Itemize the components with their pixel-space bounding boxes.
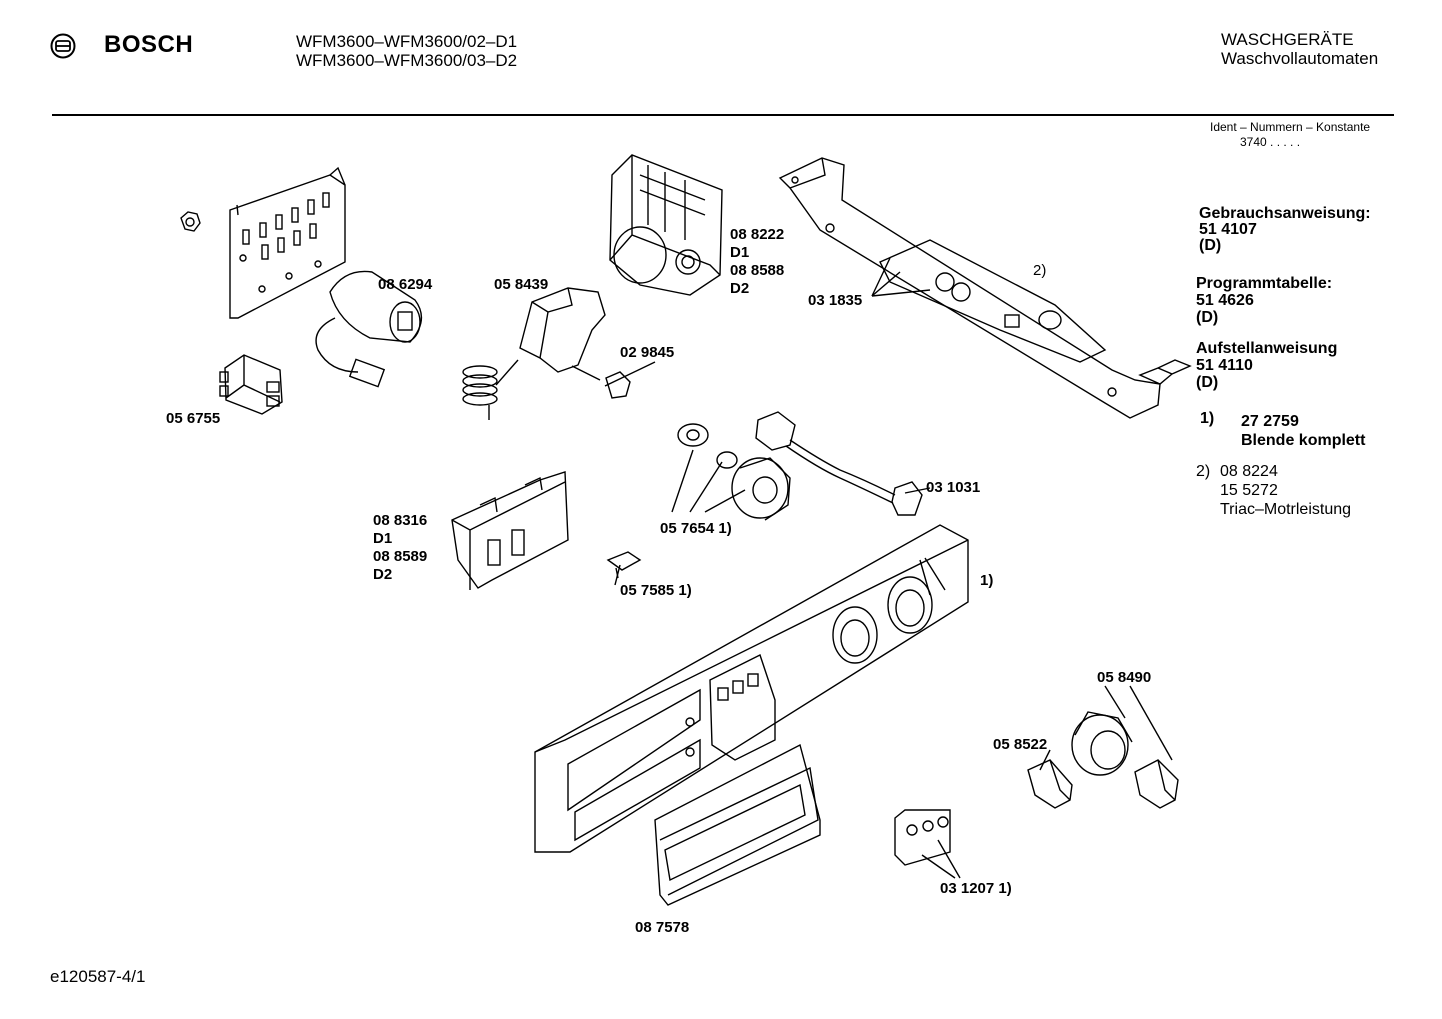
setup-number: 51 4110 xyxy=(1196,357,1253,374)
model-line-2: WFM3600–WFM3600/03–D2 xyxy=(296,51,518,70)
part-label-057585: 05 7585 1) xyxy=(620,582,692,599)
circuit-board-part xyxy=(778,157,1192,419)
brand-name: BOSCH xyxy=(104,31,194,58)
part-label-031031: 03 1031 xyxy=(926,479,981,496)
header-rule xyxy=(52,114,1394,116)
electronic-module-part xyxy=(451,471,569,590)
selector-switch-part xyxy=(677,423,791,521)
push-button-part xyxy=(894,809,951,866)
part-label-086294: 08 6294 xyxy=(378,276,433,293)
part-label-057654: 05 7654 1) xyxy=(660,520,732,537)
part-label-058522: 05 8522 xyxy=(993,736,1048,753)
part-label-088588: 08 8588 xyxy=(730,262,785,279)
note1-number: 27 2759 xyxy=(1241,413,1299,430)
setup-title: Aufstellanweisung xyxy=(1196,340,1338,357)
transformer-part xyxy=(219,354,283,415)
part-label-088316: 08 8316 xyxy=(373,512,428,529)
note2-text: Triac–Motrleistung xyxy=(1220,501,1352,518)
part-label-088588-d2: D2 xyxy=(730,280,750,297)
capacitor-part xyxy=(315,270,423,388)
setup-lang: (D) xyxy=(1196,374,1219,391)
drawing-id: e120587-4/1 xyxy=(50,967,146,986)
note1-marker: 1) xyxy=(1200,410,1215,427)
knob-set-part xyxy=(1027,711,1179,809)
part-label-056755: 05 6755 xyxy=(166,410,221,427)
part-label-088316-d1: D1 xyxy=(373,530,393,547)
category-subtitle: Waschvollautomaten xyxy=(1221,49,1379,68)
part-label-029845: 02 9845 xyxy=(620,344,675,361)
part-label-058490: 05 8490 xyxy=(1097,669,1152,686)
mounting-bracket-part xyxy=(229,166,346,319)
model-line-1: WFM3600–WFM3600/02–D1 xyxy=(296,32,518,51)
part-label-088222-d1: D1 xyxy=(730,244,750,261)
bosch-logo-icon xyxy=(50,33,76,59)
part-label-087578: 08 7578 xyxy=(635,919,690,936)
leader-lines xyxy=(604,257,1173,879)
program-table-lang: (D) xyxy=(1196,309,1219,326)
category-title: WASCHGERÄTE xyxy=(1221,30,1354,49)
part-label-031835: 03 1835 xyxy=(808,292,863,309)
note2-marker: 2) xyxy=(1196,463,1211,480)
retaining-clip-part xyxy=(606,551,642,579)
part-label-088589-d2: D2 xyxy=(373,566,393,583)
connector-part xyxy=(605,371,631,399)
part-label-031207: 03 1207 1) xyxy=(940,880,1012,897)
program-table-title: Programmtabelle: xyxy=(1196,275,1333,292)
drawer-cover-part xyxy=(654,743,821,906)
manual-lang: (D) xyxy=(1199,237,1222,254)
program-table-number: 51 4626 xyxy=(1196,292,1254,309)
ident-label: Ident – Nummern – Konstante xyxy=(1210,120,1371,134)
part-label-058439: 05 8439 xyxy=(494,276,549,293)
part-label-088589: 08 8589 xyxy=(373,548,428,565)
note1-text: Blende komplett xyxy=(1241,432,1366,449)
note2-number-1: 08 8224 xyxy=(1220,463,1278,480)
manual-number: 51 4107 xyxy=(1199,221,1257,238)
part-label-088222: 08 8222 xyxy=(730,226,785,243)
callout-2: 2) xyxy=(1033,262,1047,279)
callout-1: 1) xyxy=(980,572,994,589)
program-timer-part xyxy=(609,154,723,296)
manual-title: Gebrauchsanweisung: xyxy=(1199,205,1371,222)
hex-nut-part xyxy=(180,211,201,232)
door-lock-part xyxy=(462,287,606,420)
cable-harness-part xyxy=(755,411,923,516)
front-panel-part xyxy=(534,524,969,853)
note2-number-2: 15 5272 xyxy=(1220,482,1278,499)
ident-value: 3740 . . . . . xyxy=(1240,135,1301,149)
